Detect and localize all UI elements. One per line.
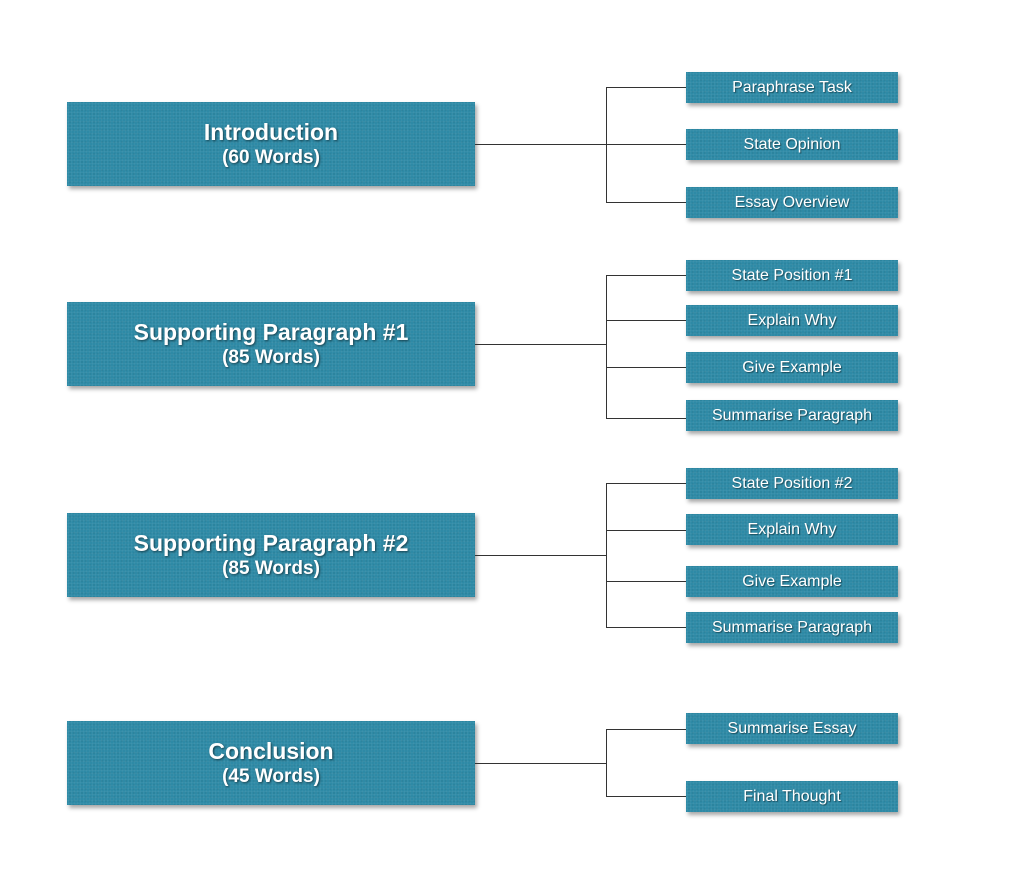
step-box: Give Example xyxy=(686,352,898,383)
connector-line xyxy=(475,144,607,145)
connector-line xyxy=(475,344,607,345)
step-box: State Opinion xyxy=(686,129,898,160)
connector-line xyxy=(606,275,607,418)
connector-line xyxy=(475,555,607,556)
connector-line xyxy=(606,144,686,145)
connector-line xyxy=(606,796,686,797)
step-box: Give Example xyxy=(686,566,898,597)
connector-line xyxy=(606,275,686,276)
step-box: Explain Why xyxy=(686,305,898,336)
step-box: Summarise Paragraph xyxy=(686,612,898,643)
connector-line xyxy=(606,483,607,628)
introduction-word-count: (60 Words) xyxy=(222,147,320,168)
introduction-title: Introduction xyxy=(203,119,339,145)
conclusion-box: Conclusion (45 Words) xyxy=(67,721,475,805)
connector-line xyxy=(475,763,607,764)
step-box: Summarise Paragraph xyxy=(686,400,898,431)
step-box: Essay Overview xyxy=(686,187,898,218)
conclusion-title: Conclusion xyxy=(208,738,334,764)
connector-line xyxy=(606,320,686,321)
supporting-paragraph-2-box: Supporting Paragraph #2 (85 Words) xyxy=(67,513,475,597)
connector-line xyxy=(606,627,686,628)
step-box: Summarise Essay xyxy=(686,713,898,744)
connector-line xyxy=(606,729,686,730)
conclusion-word-count: (45 Words) xyxy=(222,766,320,787)
supporting-paragraph-1-box: Supporting Paragraph #1 (85 Words) xyxy=(67,302,475,386)
step-box: Explain Why xyxy=(686,514,898,545)
connector-line xyxy=(606,581,686,582)
step-box: Paraphrase Task xyxy=(686,72,898,103)
connector-line xyxy=(606,483,686,484)
connector-line xyxy=(606,729,607,797)
supporting-paragraph-2-word-count: (85 Words) xyxy=(222,558,320,579)
connector-line xyxy=(606,87,686,88)
connector-line xyxy=(606,418,686,419)
connector-line xyxy=(606,367,686,368)
supporting-paragraph-1-title: Supporting Paragraph #1 xyxy=(133,319,409,345)
step-box: State Position #1 xyxy=(686,260,898,291)
step-box: Final Thought xyxy=(686,781,898,812)
connector-line xyxy=(606,530,686,531)
supporting-paragraph-2-title: Supporting Paragraph #2 xyxy=(133,530,409,556)
connector-line xyxy=(606,202,686,203)
step-box: State Position #2 xyxy=(686,468,898,499)
introduction-box: Introduction (60 Words) xyxy=(67,102,475,186)
supporting-paragraph-1-word-count: (85 Words) xyxy=(222,347,320,368)
